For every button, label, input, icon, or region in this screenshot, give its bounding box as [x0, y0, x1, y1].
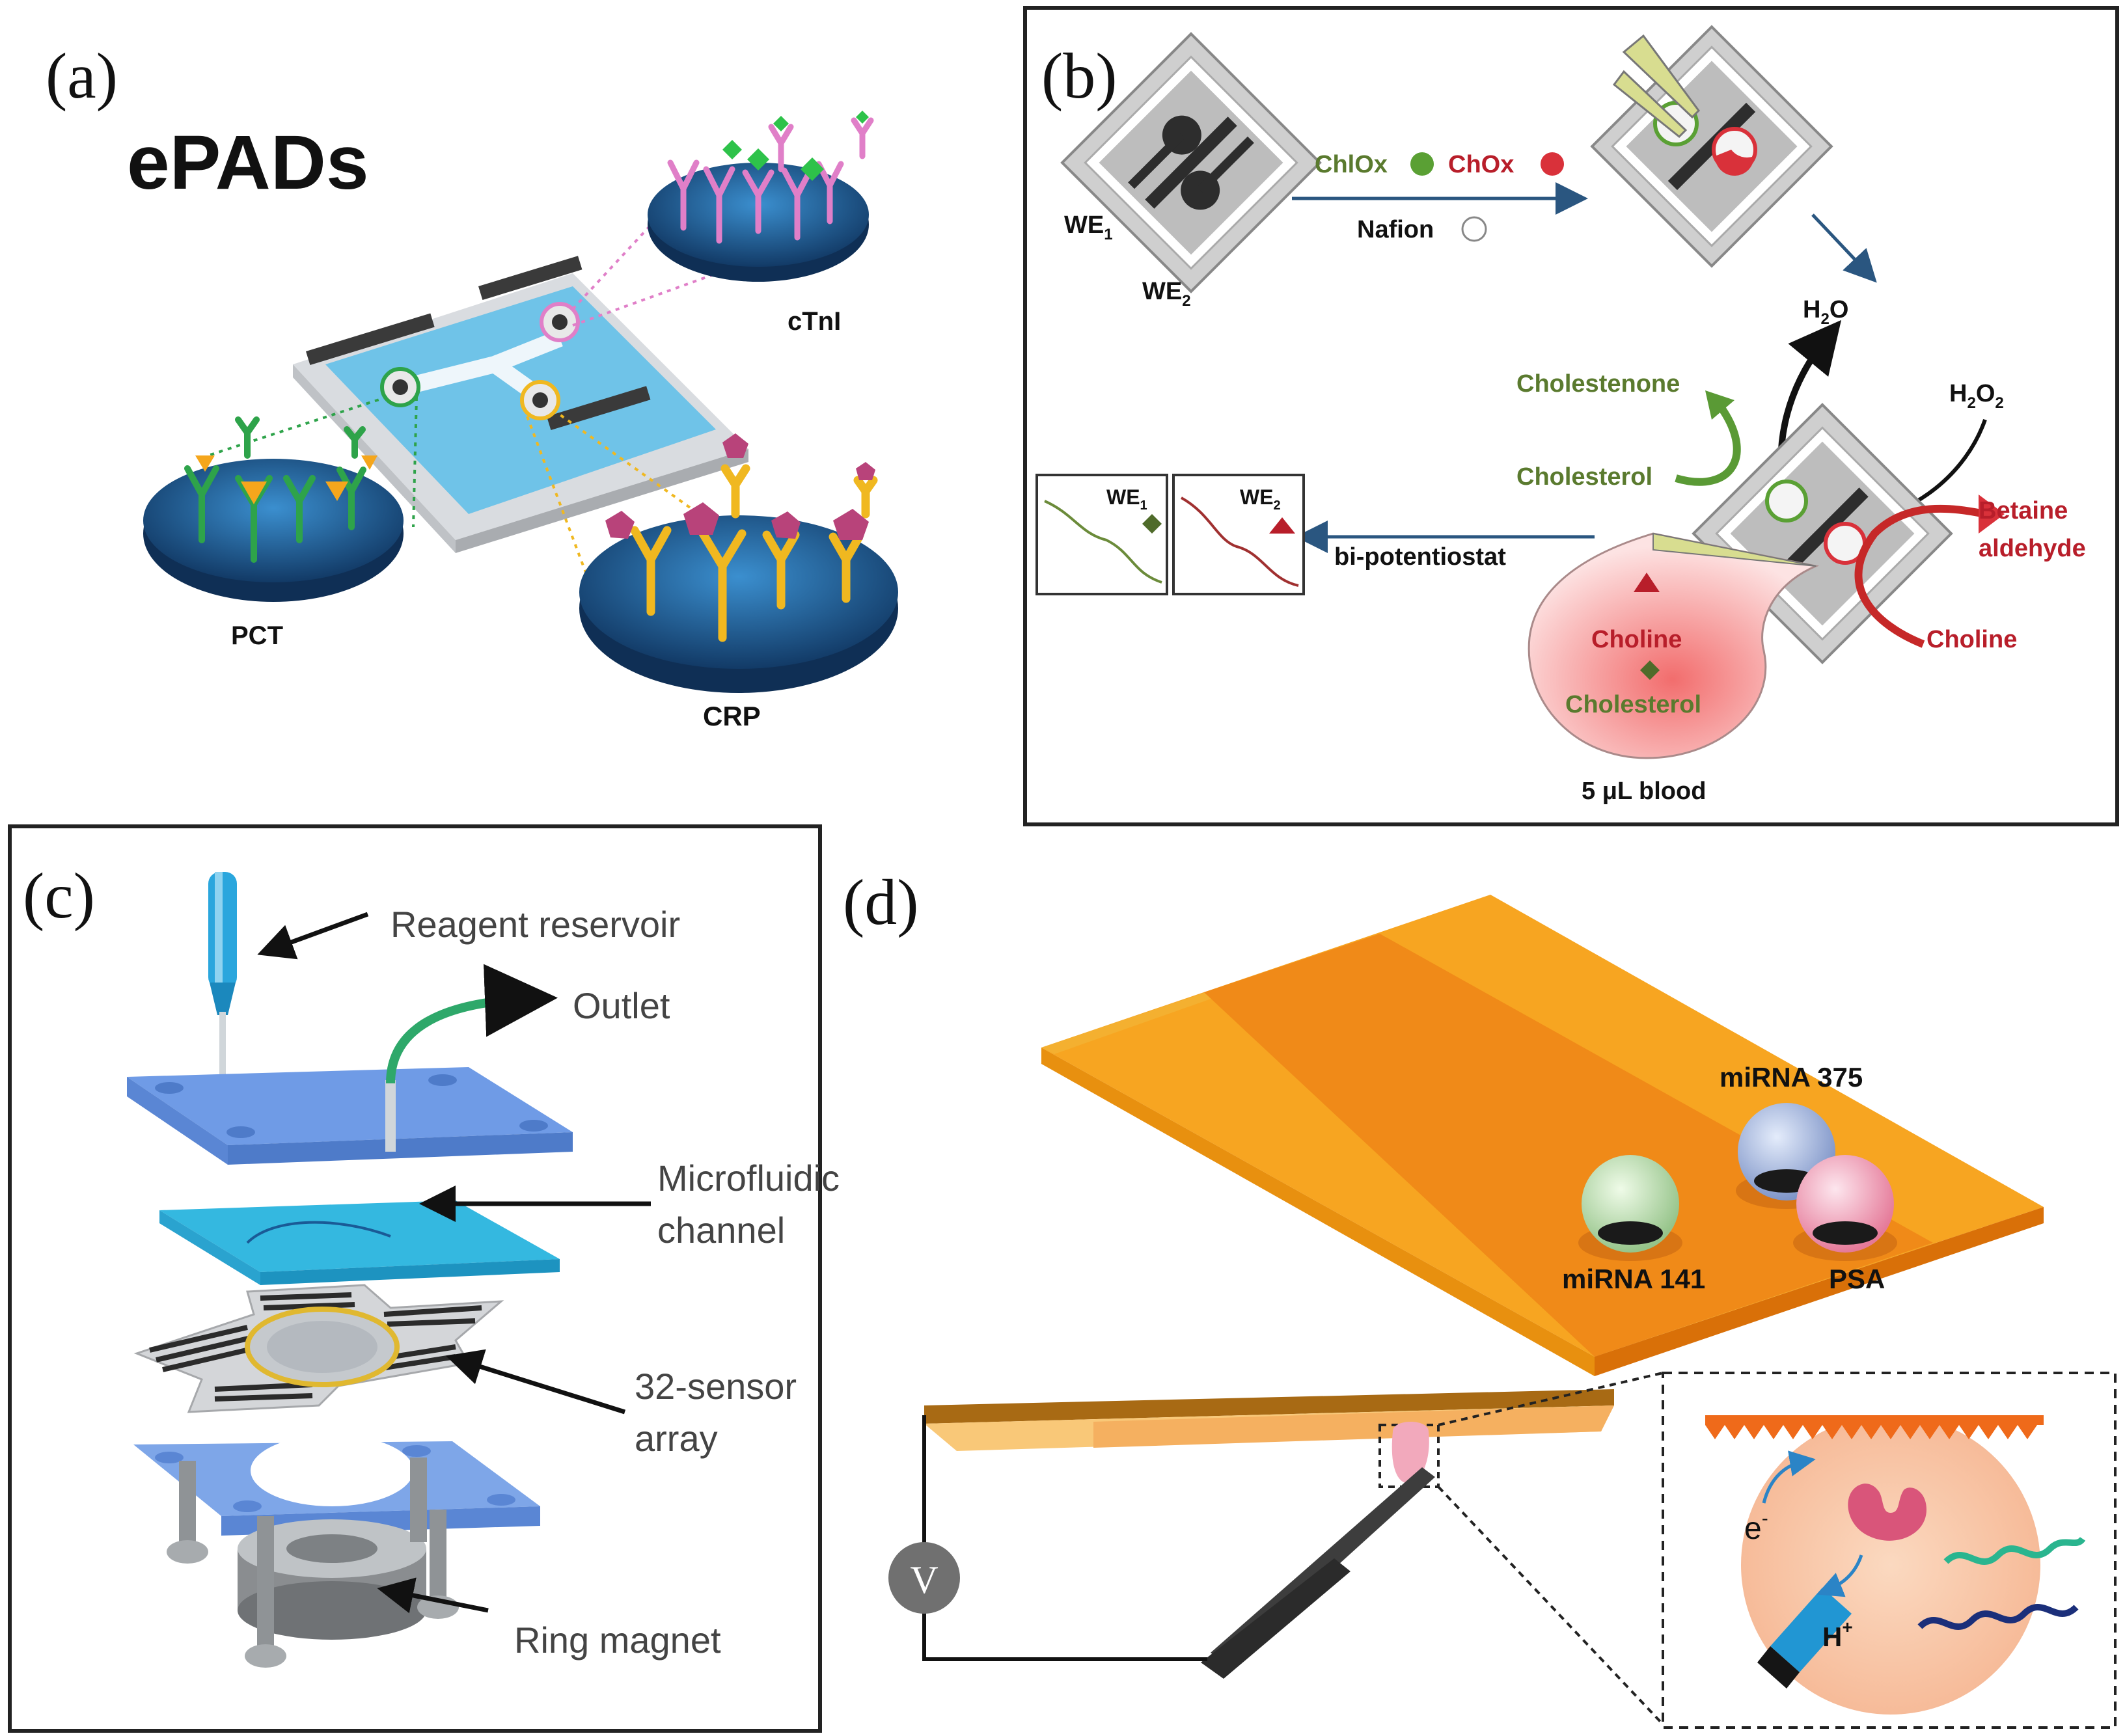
pipette-tip-1 — [1622, 34, 1700, 119]
zoom-inset: e- H+ — [1662, 1372, 2117, 1729]
sensor-label-1: 32-sensor — [635, 1366, 797, 1407]
top-plate — [127, 1067, 573, 1165]
bipotentiostat-label: bi-potentiostat — [1334, 543, 1506, 571]
cholestenone-label: Cholestenone — [1516, 370, 1680, 398]
betaine-label-1: Betaine — [1979, 497, 2068, 524]
nafion-label: Nafion — [1357, 216, 1434, 243]
we2-plot: WE2 — [1172, 474, 1305, 595]
screws — [167, 1458, 459, 1668]
sensor-chip-modified — [1590, 25, 1833, 268]
mirna141-label: miRNA 141 — [1562, 1264, 1705, 1294]
blood-volume-label: 5 μL blood — [1582, 778, 1706, 805]
reservoir-label: Reagent reservoir — [391, 904, 680, 945]
side-drop — [1378, 1422, 1440, 1488]
svg-text:WE2: WE2 — [1240, 485, 1281, 513]
psa-drop — [1793, 1155, 1897, 1261]
ctni-label: cTnI — [788, 307, 841, 336]
sensor-chip-bare — [1060, 32, 1322, 293]
panel-a-label: (a) — [46, 40, 118, 112]
panel-c-label: (c) — [23, 860, 95, 932]
mirna-strand-1 — [1943, 1536, 2086, 1565]
epad-chip — [293, 256, 748, 553]
panel-b-frame — [1023, 6, 2119, 826]
channel-label-2: channel — [657, 1210, 785, 1251]
choline-label: Choline — [1926, 626, 2017, 653]
panel-b: (b) WE1 WE2 ChlOx ChOx Nafion — [1023, 6, 2119, 826]
magnet-label: Ring magnet — [514, 1620, 721, 1661]
crp-disk: CRP — [579, 433, 898, 731]
red-reaction-arrow — [1854, 504, 1986, 648]
panel-a-title: ePADs — [127, 120, 369, 206]
reagent-reservoir — [208, 872, 237, 1083]
electron-label: e- — [1744, 1508, 1768, 1546]
chlox-label: ChlOx — [1315, 151, 1388, 178]
drop-choline-label: Choline — [1591, 626, 1682, 653]
probe-tip — [1757, 1588, 1852, 1689]
chox-dot — [1541, 152, 1564, 176]
mirna375-label: miRNA 375 — [1720, 1062, 1863, 1092]
chox-label: ChOx — [1448, 151, 1514, 178]
we1-plot: WE1 — [1035, 474, 1168, 595]
wire-bottom — [922, 1607, 1207, 1661]
voltmeter-label: V — [910, 1558, 938, 1601]
sensor-array — [133, 1284, 504, 1413]
betaine-label-2: aldehyde — [1979, 535, 2086, 562]
outlet-label: Outlet — [573, 985, 670, 1026]
voltmeter — [888, 1542, 960, 1614]
green-reaction-arrow — [1675, 401, 1741, 486]
psa-label: PSA — [1829, 1264, 1885, 1294]
svg-text:WE1: WE1 — [1106, 485, 1147, 513]
reference-electrode — [1201, 1467, 1435, 1679]
chlox-dot — [1410, 152, 1434, 176]
drop-cholesterol-label: Cholesterol — [1565, 691, 1701, 718]
ctni-disk: cTnI — [648, 111, 874, 336]
aptamer-shape — [1848, 1484, 1926, 1541]
panel-c-frame — [8, 824, 822, 1733]
we1-label: WE1 — [1064, 211, 1113, 243]
h2o2-label: H2O2 — [1949, 380, 2004, 412]
mirna141-drop — [1578, 1155, 1682, 1261]
panel-d-label: (d) — [843, 866, 919, 938]
microfluidic-layer — [159, 1200, 560, 1285]
panel-b-label: (b) — [1041, 40, 1117, 112]
outlet-tube — [386, 964, 558, 1084]
side-view-chip — [924, 1389, 1614, 1451]
cholesterol-label: Cholesterol — [1516, 463, 1652, 491]
we2-label: WE2 — [1142, 278, 1191, 310]
nafion-dot — [1461, 216, 1487, 242]
step-arrow — [1811, 213, 1877, 283]
panel-d: (d) miRNA 375 miRNA 141 PSA — [843, 866, 2117, 1729]
sensor-label-2: array — [635, 1418, 718, 1459]
pipette-tip-2 — [1612, 70, 1688, 139]
pct-disk: PCT — [143, 416, 404, 650]
panel-c: (c) Reagent reservoir Outlet — [8, 824, 840, 1733]
pct-label: PCT — [231, 621, 283, 650]
blood-drop — [1528, 532, 1820, 759]
panel-a: (a) ePADs — [46, 40, 898, 731]
orange-chip — [1041, 895, 2044, 1376]
h2o-label: H2O — [1803, 296, 1848, 328]
mirna-strand-2 — [1917, 1604, 2079, 1630]
crp-label: CRP — [703, 701, 761, 731]
proton-label: H+ — [1822, 1617, 1853, 1652]
channel-label-1: Microfluidic — [657, 1158, 840, 1199]
